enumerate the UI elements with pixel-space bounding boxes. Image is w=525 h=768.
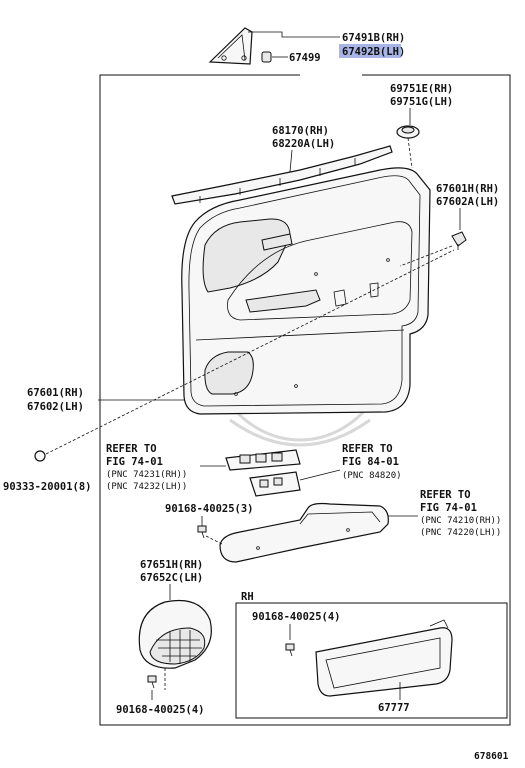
label-90168-c: 90168-40025(4) — [116, 704, 205, 716]
part-switch-base — [249, 471, 301, 497]
ref2-line3: (PNC 84820) — [342, 471, 402, 481]
label-67777: 67777 — [378, 702, 410, 714]
ref1-line4: (PNC 74232(LH)) — [106, 482, 187, 492]
part-67777-door-pocket — [315, 619, 453, 697]
ref1-line1: REFER TO — [106, 443, 157, 455]
label-67491b: 67491B(RH) — [342, 32, 405, 44]
part-67499-clip — [261, 51, 272, 63]
label-67602: 67602(LH) — [27, 401, 84, 413]
label-69751e: 69751E(RH) — [390, 83, 453, 95]
label-90168-b: 90168-40025(4) — [252, 611, 341, 623]
leader-67491b — [248, 31, 340, 38]
label-67602a: 67602A(LH) — [436, 196, 499, 208]
part-67491b-bracket — [208, 27, 253, 65]
label-67499: 67499 — [289, 52, 321, 64]
part-69751e-grommet — [396, 125, 420, 139]
screw-icon — [147, 675, 157, 689]
figure-code: 678601 — [474, 751, 509, 762]
label-90168-a: 90168-40025(3) — [165, 503, 254, 515]
screw-icon — [285, 643, 295, 657]
label-67652c: 67652C(LH) — [140, 572, 203, 584]
ref3-line2: FIG 74-01 — [420, 502, 477, 514]
screw-icon — [197, 525, 207, 539]
highlight-67492b — [339, 44, 401, 58]
rh-detail-box — [235, 602, 508, 719]
part-67601-door-trim-panel — [181, 167, 431, 415]
label-rh: RH — [241, 591, 254, 603]
label-69751g: 69751G(LH) — [390, 96, 453, 108]
label-67601h: 67601H(RH) — [436, 183, 499, 195]
part-power-window-switch — [225, 449, 301, 471]
ref3-line1: REFER TO — [420, 489, 471, 501]
label-67651h: 67651H(RH) — [140, 559, 203, 571]
label-68170: 68170(RH) — [272, 125, 329, 137]
label-67601: 67601(RH) — [27, 387, 84, 399]
label-90333: 90333-20001(8) — [3, 481, 92, 493]
dash-90333 — [45, 249, 455, 455]
ref1-line3: (PNC 74231(RH)) — [106, 470, 187, 480]
label-67492b: 67492B(LH) — [342, 46, 405, 58]
ref1-line2: FIG 74-01 — [106, 456, 163, 468]
label-68220a: 68220A(LH) — [272, 138, 335, 150]
part-67651h-speaker-grille — [138, 599, 212, 669]
part-armrest — [219, 502, 389, 563]
dash-67601h — [399, 245, 453, 267]
main-frame — [99, 74, 511, 726]
ref2-line2: FIG 84-01 — [342, 456, 399, 468]
ref3-line3: (PNC 74210(RH)) — [420, 516, 501, 526]
part-90333-plug — [34, 450, 46, 462]
part-67601h-clip — [451, 231, 467, 250]
ref2-line1: REFER TO — [342, 443, 393, 455]
leader-68170 — [289, 149, 293, 173]
part-68170-weatherstrip — [171, 145, 393, 205]
dash-69751e — [407, 137, 413, 169]
ref3-line4: (PNC 74220(LH)) — [420, 528, 501, 538]
leader-ref2 — [299, 469, 341, 481]
dash-90168-a — [205, 535, 223, 545]
